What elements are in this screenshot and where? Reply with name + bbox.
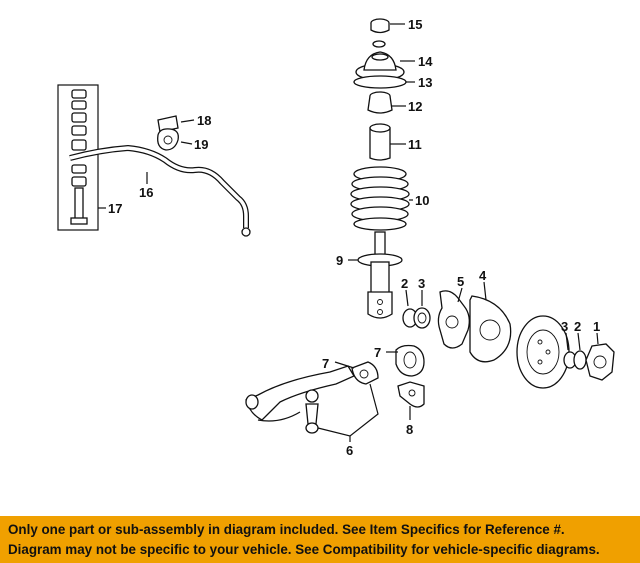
- callout-9: 9: [336, 253, 343, 268]
- callout-6: 6: [346, 443, 353, 458]
- callout-8: 8: [406, 422, 413, 437]
- callout-1: 1: [593, 319, 600, 334]
- callout-2-upper: 2: [401, 276, 408, 291]
- dust-shield: [469, 295, 512, 363]
- part-2-seal-b: [573, 350, 587, 370]
- part-15-cap-body: [370, 23, 390, 34]
- knuckle-group: [402, 290, 470, 349]
- callout-14: 14: [418, 54, 433, 69]
- strut-assembly: [350, 18, 410, 319]
- control-arm: [245, 365, 355, 421]
- suspension-diagram: 15 14 13 12 11 10 9 18 19 16 17 2 3 5 4 …: [57, 17, 615, 458]
- part-12-seat-body: [367, 95, 393, 114]
- leader-lines: [98, 23, 599, 442]
- stabilizer-bushing: [157, 115, 179, 151]
- callout-labels: 15 14 13 12 11 10 9 18 19 16 17 2 3 5 4 …: [108, 17, 600, 458]
- part-13-bearing: [353, 75, 407, 89]
- callout-7-left: 7: [322, 356, 329, 371]
- notice-line-1: Only one part or sub-assembly in diagram…: [8, 522, 565, 537]
- part-9-rod: [374, 231, 386, 257]
- part-11-boot-top: [369, 123, 391, 133]
- callout-16: 16: [139, 185, 153, 200]
- bushing-7b: [395, 344, 425, 377]
- part-nut: [372, 40, 386, 48]
- stabilizer-bar: [69, 144, 251, 237]
- notice-banner: Only one part or sub-assembly in diagram…: [0, 516, 640, 563]
- callout-11: 11: [408, 137, 422, 152]
- notice-line-2: Diagram may not be specific to your vehi…: [8, 542, 600, 557]
- callout-2-lower: 2: [574, 319, 581, 334]
- callout-10: 10: [415, 193, 429, 208]
- callout-3-lower: 3: [561, 319, 568, 334]
- bushing-7a: [351, 361, 379, 385]
- callout-13: 13: [418, 75, 432, 90]
- part-14-mount-hub: [371, 53, 389, 61]
- part-9-body: [370, 261, 390, 297]
- callout-19: 19: [194, 137, 208, 152]
- part-5-knuckle: [437, 290, 470, 349]
- ball-joint-top: [305, 389, 319, 403]
- part-3-bearing: [413, 307, 431, 329]
- callout-3-upper: 3: [418, 276, 425, 291]
- part-11-boot: [369, 127, 391, 161]
- link-box: [57, 84, 99, 231]
- callout-12: 12: [408, 99, 422, 114]
- bracket-8: [397, 381, 425, 408]
- callout-5: 5: [457, 274, 464, 289]
- part-9-bracket: [367, 291, 393, 319]
- callout-18: 18: [197, 113, 211, 128]
- ball-joint-stud: [305, 403, 319, 425]
- part-1-hub: [585, 343, 615, 381]
- rotor-hub-group: [516, 315, 615, 389]
- callout-15: 15: [408, 17, 422, 32]
- stabilizer-link-group: [57, 84, 99, 231]
- callout-4: 4: [479, 268, 487, 283]
- callout-17: 17: [108, 201, 122, 216]
- part-10-coil-spring: [350, 166, 410, 231]
- callout-7-right: 7: [374, 345, 381, 360]
- lower-control-arm: [245, 344, 425, 434]
